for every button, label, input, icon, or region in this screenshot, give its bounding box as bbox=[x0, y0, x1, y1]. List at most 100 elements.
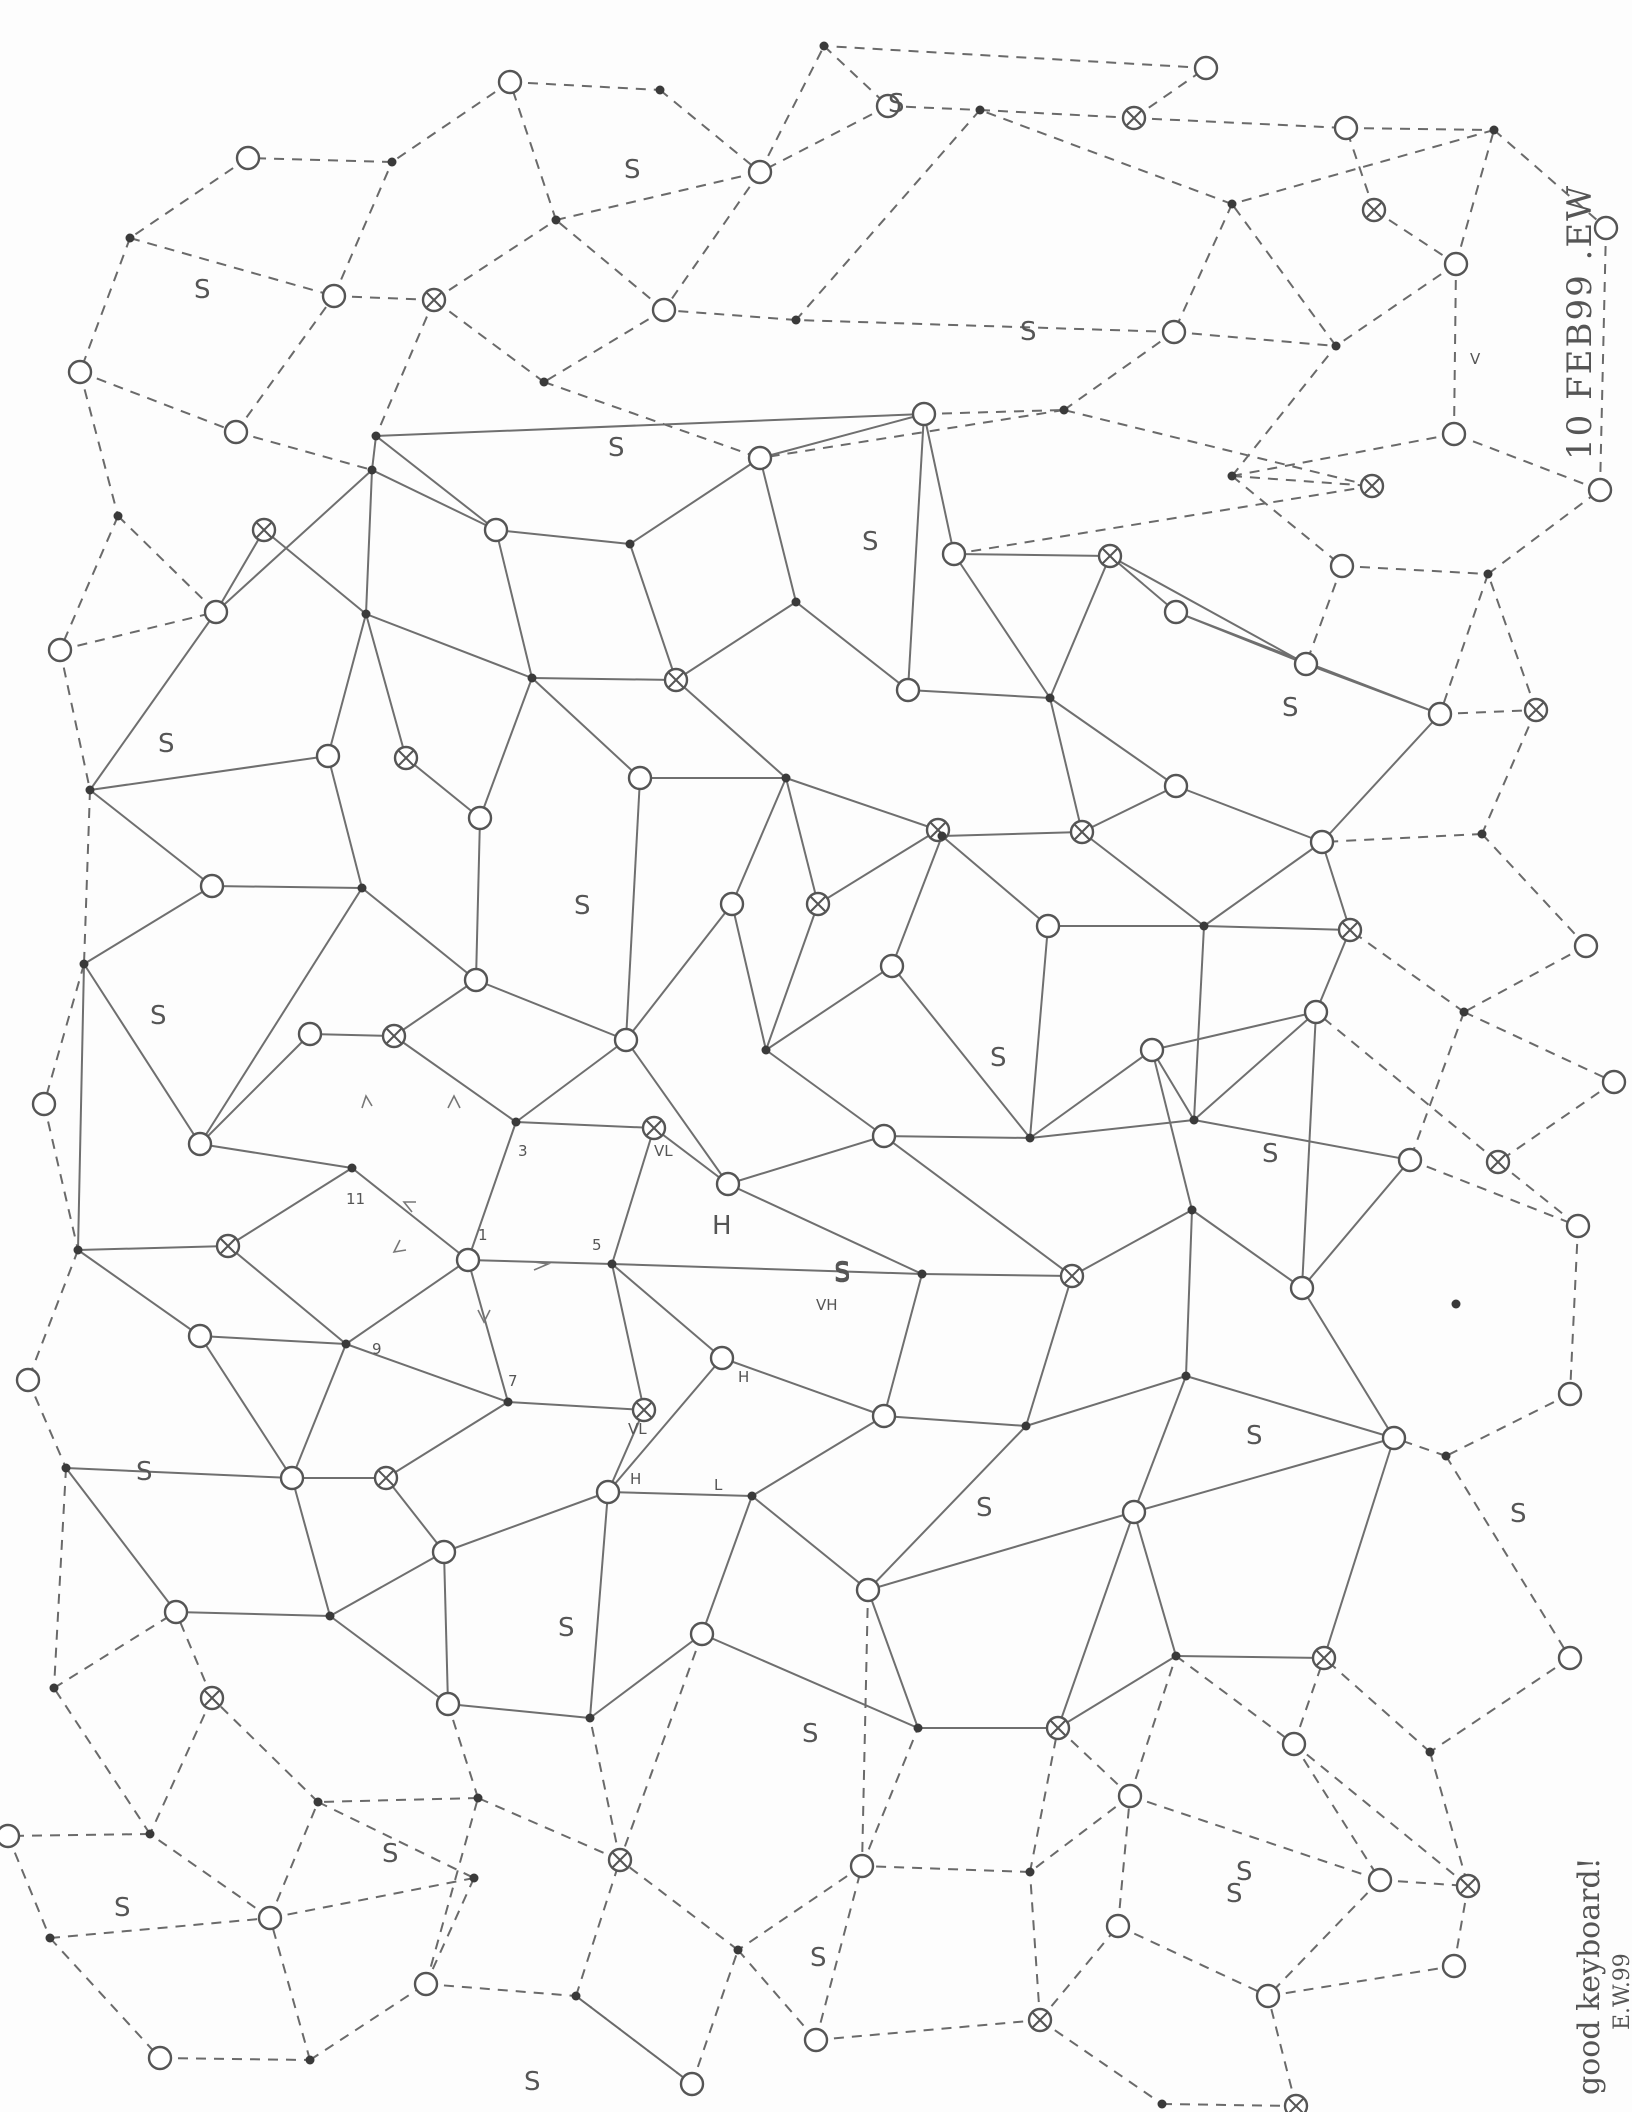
solid-edge bbox=[954, 554, 1110, 556]
solid-edge bbox=[78, 1250, 200, 1336]
dashed-edge bbox=[862, 1866, 1030, 1872]
dashed-edge bbox=[1488, 490, 1600, 574]
dashed-edge bbox=[556, 172, 760, 220]
crossed-circle-vertex bbox=[609, 1849, 631, 1871]
open-circle-vertex bbox=[1559, 1383, 1581, 1405]
date-annotation: 10 FEB99 .EW bbox=[1560, 184, 1600, 460]
open-circle-vertex bbox=[1195, 57, 1217, 79]
dashed-edge bbox=[954, 486, 1372, 554]
solid-edge bbox=[728, 1184, 922, 1274]
solid-edge bbox=[1316, 930, 1350, 1012]
solid-edge bbox=[292, 1344, 346, 1478]
dashed-edge bbox=[1268, 1966, 1454, 1996]
label-s: S bbox=[834, 1257, 851, 1287]
open-circle-vertex bbox=[1165, 601, 1187, 623]
dashed-edge bbox=[1600, 228, 1606, 490]
solid-edge bbox=[1176, 1656, 1324, 1658]
solid-edge bbox=[1058, 1656, 1176, 1728]
dashed-edge bbox=[376, 300, 434, 436]
dashed-edge bbox=[980, 110, 1134, 118]
dashed-edge bbox=[664, 172, 760, 310]
dot-vertex bbox=[1490, 126, 1499, 135]
solid-edge bbox=[868, 1426, 1026, 1590]
label-s: S bbox=[558, 1613, 575, 1643]
solid-edge bbox=[496, 530, 630, 544]
solid-edge bbox=[702, 1634, 918, 1728]
dashed-edge bbox=[1294, 1658, 1324, 1744]
dot-vertex bbox=[62, 1464, 71, 1473]
dashed-edge bbox=[1058, 1728, 1130, 1796]
dot-vertex bbox=[1200, 922, 1209, 931]
label-h: H bbox=[738, 1368, 749, 1386]
solid-edge bbox=[924, 414, 954, 554]
crossed-circle-vertex bbox=[1047, 1717, 1069, 1739]
open-circle-vertex bbox=[323, 285, 345, 307]
dot-vertex bbox=[126, 234, 135, 243]
signature-annotation: E.W.99 bbox=[1610, 1953, 1632, 2030]
arrow-mark bbox=[534, 1262, 548, 1270]
label-s: S bbox=[114, 1893, 131, 1923]
dot-vertex bbox=[914, 1724, 923, 1733]
dashed-edge bbox=[28, 1380, 66, 1468]
dashed-edge bbox=[318, 1798, 478, 1802]
dashed-edge bbox=[270, 1918, 310, 2060]
solid-edge bbox=[766, 1050, 884, 1136]
dot-vertex bbox=[50, 1684, 59, 1693]
open-circle-vertex bbox=[805, 2029, 827, 2051]
dashed-edge bbox=[738, 1950, 816, 2040]
dot-vertex bbox=[626, 540, 635, 549]
solid-edge bbox=[444, 1552, 448, 1704]
dot-vertex bbox=[1046, 694, 1055, 703]
dashed-edge bbox=[270, 1878, 474, 1918]
dot-vertex bbox=[80, 960, 89, 969]
open-circle-vertex bbox=[1567, 1215, 1589, 1237]
solid-edge bbox=[608, 1492, 752, 1496]
solid-edge bbox=[90, 756, 328, 790]
label-s: S bbox=[150, 1001, 167, 1031]
dot-vertex bbox=[976, 106, 985, 115]
solid-edge bbox=[66, 1468, 176, 1612]
solid-edge bbox=[1306, 664, 1440, 714]
solid-edge bbox=[766, 966, 892, 1050]
solid-edge bbox=[532, 678, 676, 680]
dashed-edge bbox=[980, 110, 1232, 204]
solid-edge bbox=[394, 1036, 516, 1122]
dashed-edge bbox=[334, 296, 434, 300]
arrows-layer bbox=[362, 1096, 548, 1322]
dashed-edge bbox=[1130, 1796, 1380, 1880]
open-circle-vertex bbox=[149, 2047, 171, 2069]
open-circle-vertex bbox=[469, 807, 491, 829]
dashed-edge bbox=[50, 1938, 160, 2058]
solid-edge bbox=[386, 1478, 444, 1552]
crossed-circle-vertex bbox=[1361, 475, 1383, 497]
label-9: 9 bbox=[372, 1340, 382, 1358]
dot-vertex bbox=[1484, 570, 1493, 579]
dashed-edge bbox=[28, 1250, 78, 1380]
solid-edge bbox=[626, 778, 640, 1040]
dot-vertex bbox=[368, 466, 377, 475]
dashed-edge bbox=[510, 82, 556, 220]
solid-edge bbox=[732, 904, 766, 1050]
solid-edge bbox=[752, 1416, 884, 1496]
solid-edge bbox=[1194, 926, 1204, 1120]
dashed-edge bbox=[130, 238, 334, 296]
open-circle-vertex bbox=[597, 1481, 619, 1503]
solid-edge bbox=[328, 614, 366, 756]
dashed-edge bbox=[426, 1878, 474, 1984]
dashed-edge bbox=[816, 2020, 1040, 2040]
crossed-circle-vertex bbox=[375, 1467, 397, 1489]
dashed-edge bbox=[160, 2058, 310, 2060]
solid-edge bbox=[444, 1492, 608, 1552]
open-circle-vertex bbox=[1399, 1149, 1421, 1171]
dashed-edge bbox=[1446, 1394, 1570, 1456]
solid-edge bbox=[476, 818, 480, 980]
label-s: S bbox=[810, 1943, 827, 1973]
solid-edge bbox=[406, 758, 480, 818]
open-circle-vertex bbox=[0, 1825, 19, 1847]
solid-edge bbox=[796, 602, 908, 690]
solid-edge bbox=[752, 1496, 868, 1590]
dashed-edge bbox=[150, 1834, 270, 1918]
dashed-edge bbox=[796, 320, 1174, 332]
open-circle-vertex bbox=[615, 1029, 637, 1051]
dashed-edge bbox=[1064, 332, 1174, 410]
